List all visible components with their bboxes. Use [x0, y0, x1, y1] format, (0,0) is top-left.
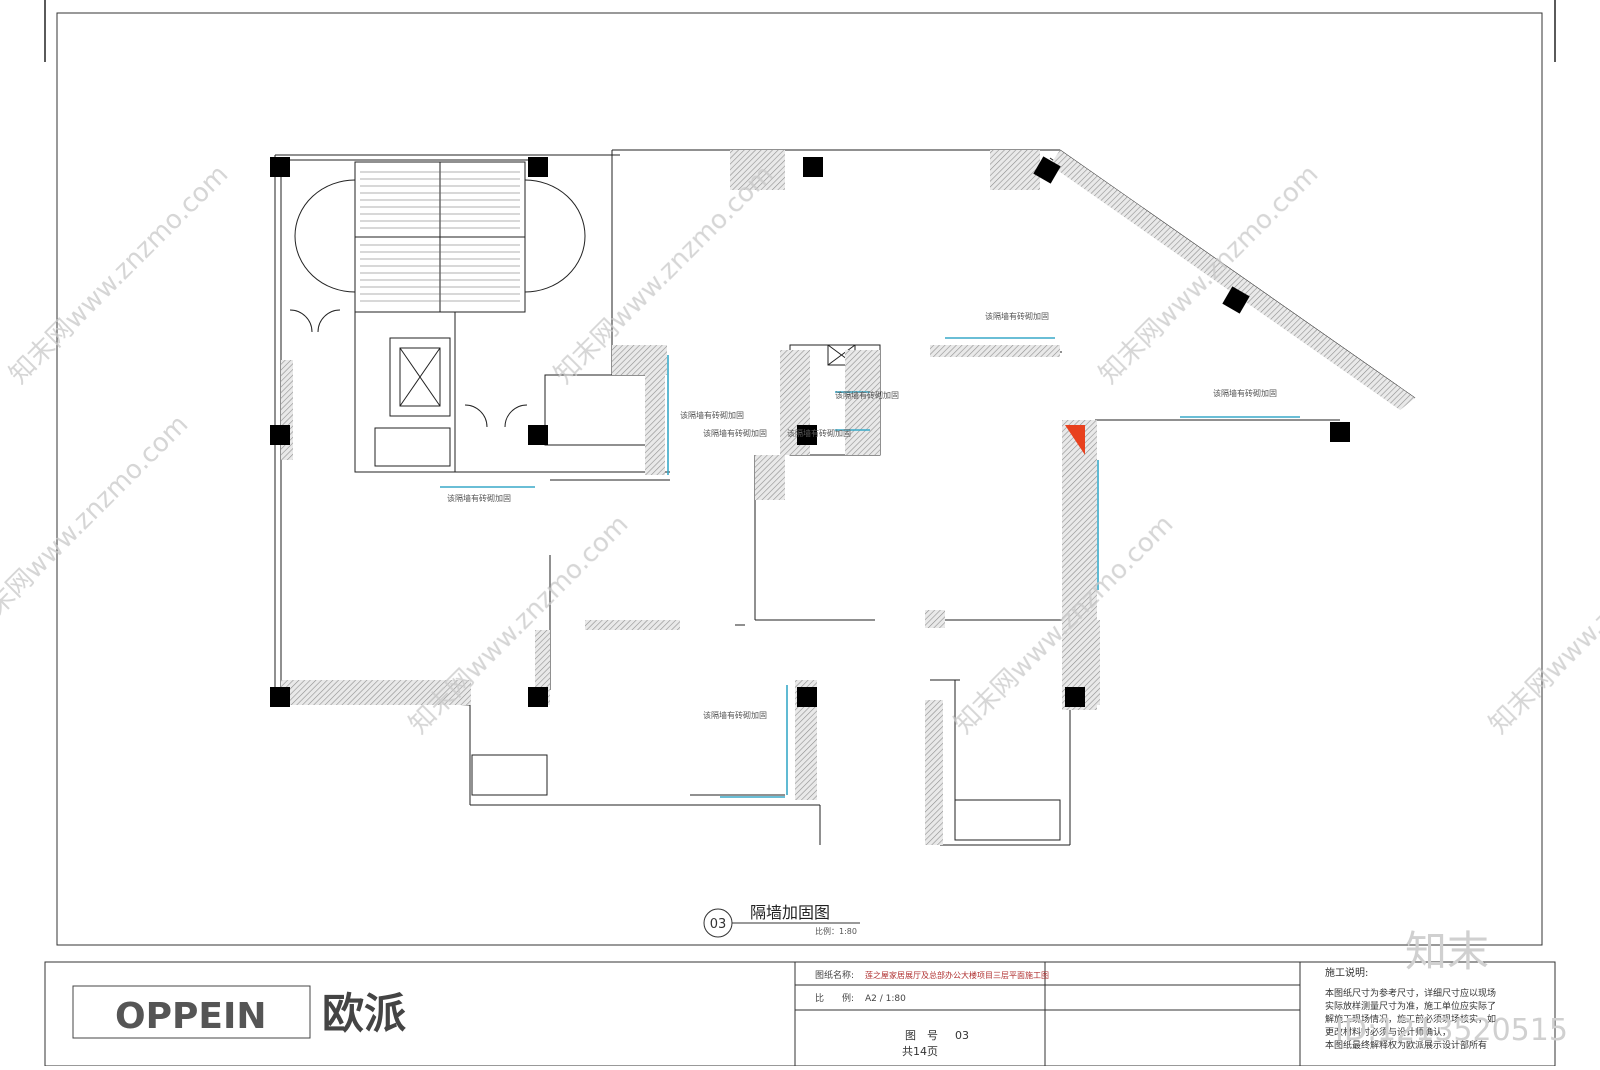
scale-row-value: A2 / 1:80 [865, 994, 906, 1004]
construction-notes-title: 施工说明: [1325, 966, 1368, 979]
construction-note-3: 解施工现场情况，施工前必须现场核实，如 [1325, 1013, 1496, 1025]
sheet-number-label: 图 号 [905, 1029, 938, 1042]
annotation-5: 该隔墙有砖砌加固 [703, 428, 767, 438]
drawing-name-value: 莲之屋家居展厅及总部办公大楼项目三层平面施工图 [865, 970, 1049, 980]
drawing-title-text: 隔墙加固图 [750, 903, 830, 922]
annotation-1: 该隔墙有砖砌加固 [985, 311, 1049, 321]
drawing-scale-text: 比例：1:80 [815, 926, 857, 936]
watermark-text-3: 知末网www.znzmo.com [1094, 159, 1325, 390]
reinforcement-lines [440, 337, 1300, 798]
annotation-7: 该隔墙有砖砌加固 [447, 493, 511, 503]
brand-logo-en: OPPEIN [115, 996, 267, 1037]
construction-note-1: 本图纸尺寸为参考尺寸，详细尺寸应以现场 [1325, 987, 1496, 999]
annotation-2: 该隔墙有砖砌加固 [1213, 388, 1277, 398]
annotation-6: 该隔墙有砖砌加固 [787, 428, 851, 438]
brand-logo-cn: 欧派 [322, 989, 406, 1038]
drawing-title: 03 隔墙加固图 比例：1:80 [703, 903, 860, 938]
watermark-logo: 知末 [1405, 927, 1489, 976]
drawing-number-badge: 03 [710, 917, 727, 932]
scale-row-label: 比 例: [815, 992, 854, 1004]
drawing-frame [56, 12, 1543, 946]
total-pages: 共14页 [902, 1045, 938, 1058]
watermark-text-4: 知末网www.znzmo.com [0, 409, 194, 640]
watermark-id: ID:1213520515 [1335, 1013, 1568, 1048]
construction-note-5: 本图纸最终解释权为欧派展示设计部所有 [1325, 1039, 1487, 1051]
red-column-marker [1065, 425, 1085, 455]
annotation-4: 该隔墙有砖砌加固 [680, 410, 744, 420]
wall-hatching [281, 150, 1415, 845]
construction-note-4: 更改材料时必须与设计师确认， [1325, 1026, 1451, 1038]
annotation-8: 该隔墙有砖砌加固 [703, 710, 767, 720]
annotation-3: 该隔墙有砖砌加固 [835, 390, 899, 400]
construction-note-2: 实际放样测量尺寸为准，施工单位应实际了 [1325, 1000, 1496, 1012]
watermark-text-1: 知末网www.znzmo.com [4, 159, 235, 390]
drawing-name-label: 图纸名称: [815, 969, 854, 981]
sheet-number-value: 03 [955, 1029, 969, 1042]
structural-columns [270, 156, 1350, 707]
